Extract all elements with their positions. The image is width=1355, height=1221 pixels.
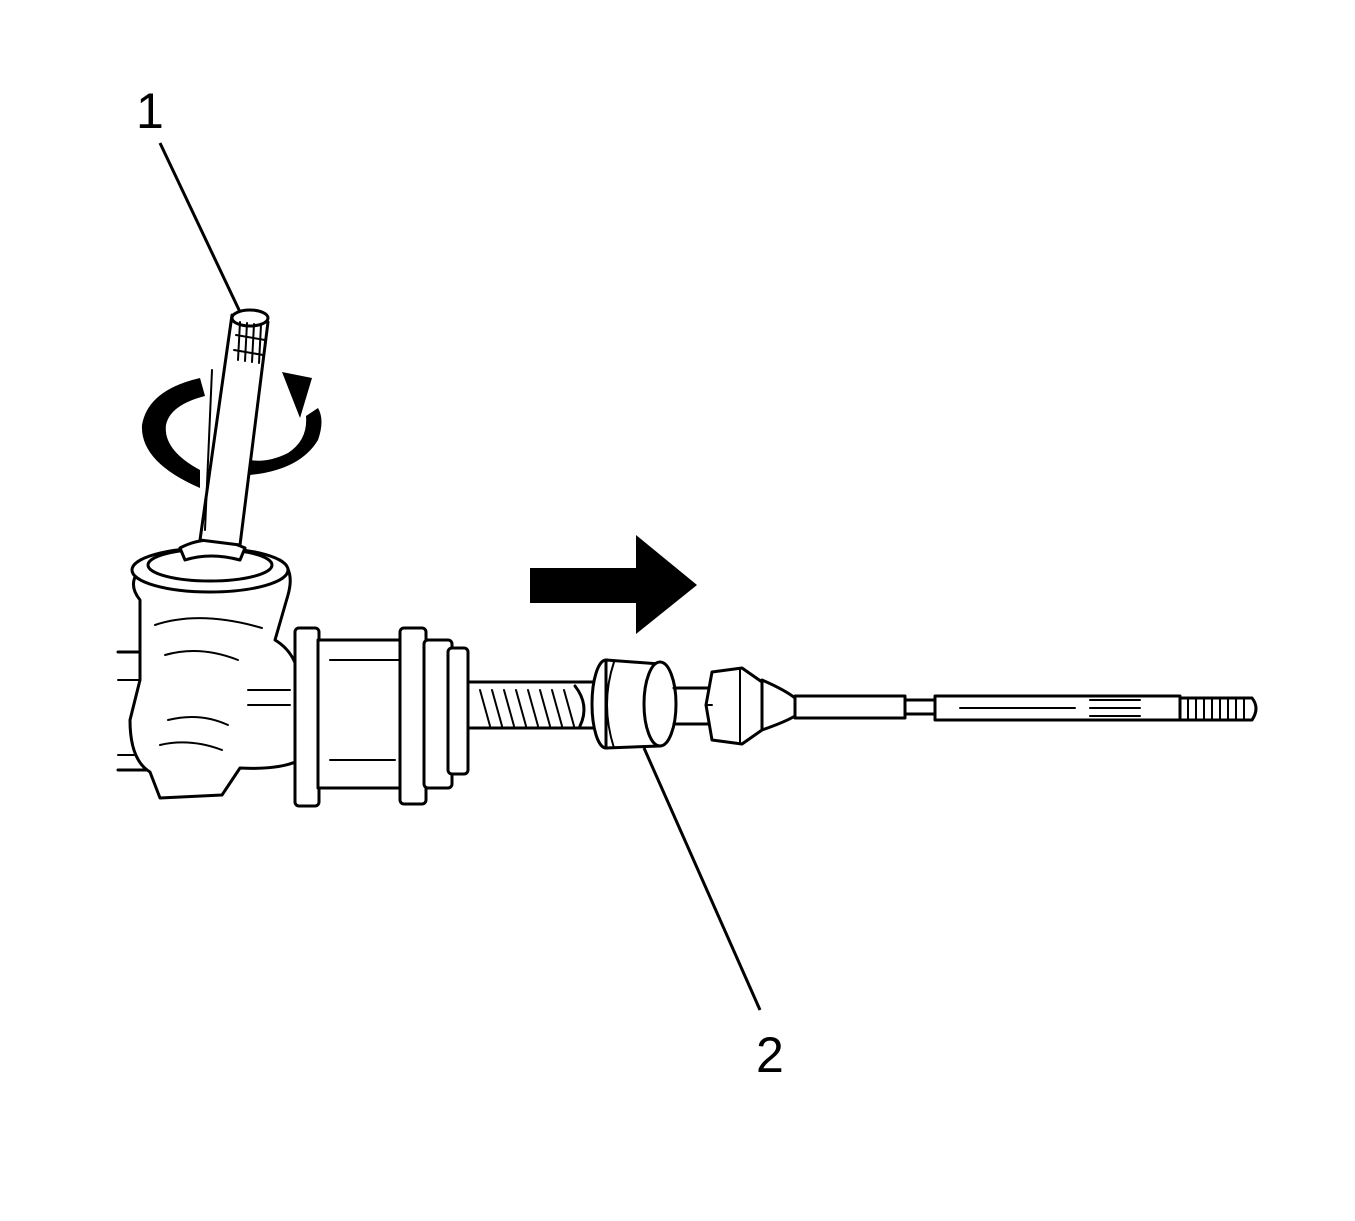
rotation-arrow-icon	[141, 372, 322, 488]
inner-tie-rod	[672, 666, 1258, 746]
input-shaft	[198, 308, 270, 547]
direction-arrow-icon	[530, 535, 697, 634]
callout-label-1: 1	[136, 83, 164, 139]
steering-gear-housing	[116, 538, 470, 808]
callout-label-2: 2	[756, 1027, 784, 1083]
rack-screw	[466, 680, 602, 730]
sleeve-tool	[590, 658, 678, 750]
callout-leader-1	[158, 142, 242, 313]
callout-leader-2	[642, 747, 762, 1011]
